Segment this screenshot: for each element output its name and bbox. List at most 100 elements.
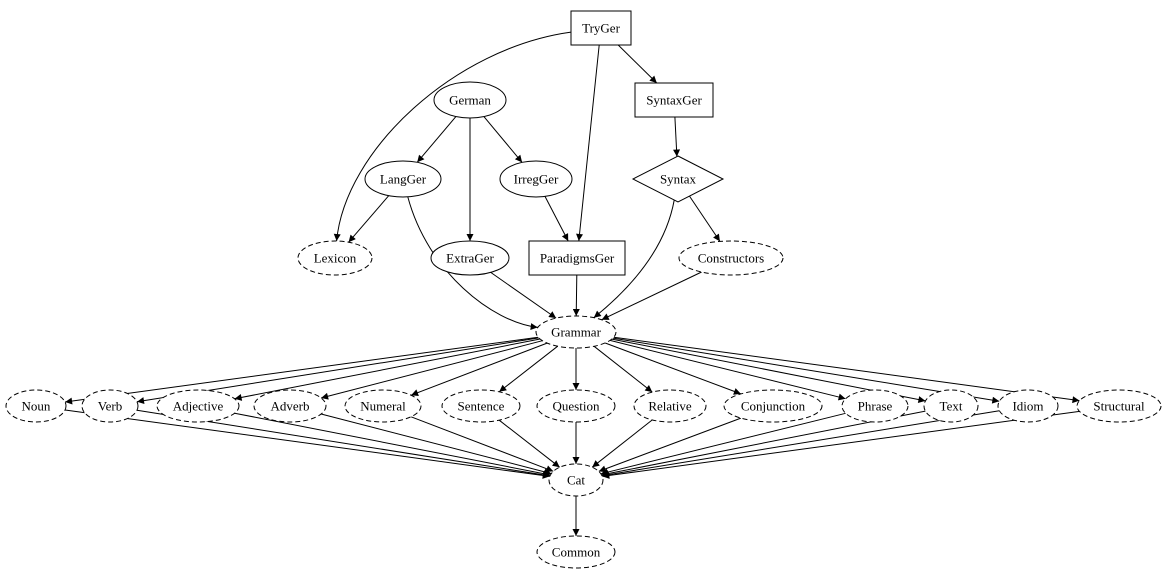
node-cat: Cat (548, 463, 604, 497)
edge-german-irregger (483, 116, 523, 163)
node-extrager: ExtraGer (430, 240, 510, 276)
edge-noun-cat (65, 409, 550, 479)
node-shape-ellipse (548, 463, 604, 497)
edge-grammar-phrase (609, 339, 846, 401)
node-label: Text (940, 399, 963, 414)
node-grammar: Grammar (535, 315, 617, 349)
edge-langger-lexicon (348, 195, 390, 243)
edge-adverb-cat (320, 413, 552, 476)
edge-grammar-noun (65, 336, 539, 405)
node-shape-ellipse (364, 160, 442, 198)
node-label: Idiom (1012, 399, 1043, 414)
node-relative: Relative (633, 389, 707, 423)
node-label: SyntaxGer (646, 93, 702, 108)
edges-layer (65, 31, 1080, 536)
node-label: Phrase (858, 399, 893, 414)
node-numeral: Numeral (344, 389, 422, 423)
node-label: Adverb (271, 399, 310, 414)
node-shape-ellipse (997, 389, 1059, 423)
node-label: Conjunction (741, 399, 806, 414)
node-shape-ellipse (536, 535, 616, 569)
node-shape-ellipse (156, 389, 240, 423)
node-german: German (433, 81, 507, 119)
node-shape-ellipse (723, 389, 823, 423)
node-question: Question (536, 389, 616, 423)
node-label: IrregGer (514, 172, 559, 187)
node-label: Adjective (173, 399, 224, 414)
node-label: LangGer (380, 172, 427, 187)
node-label: Cat (567, 473, 585, 488)
node-lexicon: Lexicon (297, 240, 373, 276)
edge-sentence-cat (498, 419, 561, 468)
node-label: Noun (22, 399, 51, 414)
node-shape-ellipse (1076, 389, 1162, 423)
edge-tryger-syntaxger (617, 44, 658, 84)
edge-structural-cat (602, 410, 1080, 479)
node-shape-ellipse (499, 160, 573, 198)
node-noun: Noun (5, 389, 67, 423)
node-shape-ellipse (923, 389, 979, 423)
edge-grammar-adjective (234, 338, 541, 401)
node-label: Syntax (660, 172, 697, 187)
node-shape-ellipse (678, 240, 784, 276)
edge-grammar-conjunction (605, 342, 742, 395)
node-common: Common (536, 535, 616, 569)
node-conjunction: Conjunction (723, 389, 823, 423)
node-structural: Structural (1076, 389, 1162, 423)
edge-grammar-sentence (498, 345, 559, 393)
edge-idiom-cat (601, 410, 1000, 479)
node-syntaxger: SyntaxGer (634, 82, 714, 118)
node-shape-ellipse (430, 240, 510, 276)
edge-tryger-lexicon (333, 31, 572, 242)
edge-grammar-idiom (612, 337, 1000, 404)
node-label: Question (553, 399, 600, 414)
node-idiom: Idiom (997, 389, 1059, 423)
node-text: Text (923, 389, 979, 423)
edge-irregger-paradigmsger (544, 196, 569, 242)
node-shape-box (634, 82, 714, 118)
node-syntax: Syntax (631, 155, 725, 203)
edge-langger-grammar (407, 196, 538, 331)
node-sentence: Sentence (441, 389, 521, 423)
edge-relative-cat (591, 419, 653, 468)
node-shape-ellipse (841, 389, 909, 423)
node-label: Constructors (698, 251, 764, 266)
node-tryger: TryGer (570, 10, 632, 46)
edge-conjunction-cat (598, 417, 742, 473)
node-label: Common (552, 545, 601, 560)
edge-numeral-cat (410, 416, 554, 473)
node-shape-box (528, 240, 626, 276)
edge-paradigmsger-grammar (572, 274, 580, 317)
node-shape-ellipse (81, 389, 139, 423)
node-shape-ellipse (633, 389, 707, 423)
node-irregger: IrregGer (499, 160, 573, 198)
edge-syntaxger-syntax (673, 116, 681, 157)
edge-phrase-cat (600, 412, 846, 476)
node-label: Sentence (458, 399, 505, 414)
node-paradigmsger: ParadigmsGer (528, 240, 626, 276)
edge-syntax-grammar (593, 200, 675, 319)
edge-constructors-grammar (601, 271, 702, 321)
node-label: Relative (648, 399, 692, 414)
edge-syntax-constructors (689, 195, 721, 242)
node-shape-ellipse (433, 81, 507, 119)
edge-extrager-grammar (490, 271, 557, 319)
node-shape-box (570, 10, 632, 46)
node-adjective: Adjective (156, 389, 240, 423)
edge-grammar-numeral (410, 342, 548, 396)
node-phrase: Phrase (841, 389, 909, 423)
edge-adjective-cat (234, 412, 551, 478)
node-shape-ellipse (5, 389, 67, 423)
node-shape-ellipse (253, 389, 327, 423)
node-label: Structural (1093, 399, 1145, 414)
node-shape-diamond (631, 155, 725, 203)
node-label: Lexicon (314, 251, 357, 266)
node-langger: LangGer (364, 160, 442, 198)
node-shape-ellipse (535, 315, 617, 349)
edge-grammar-relative (593, 345, 653, 393)
node-adverb: Adverb (253, 389, 327, 423)
edge-grammar-structural (613, 336, 1080, 404)
node-label: ExtraGer (446, 251, 494, 266)
